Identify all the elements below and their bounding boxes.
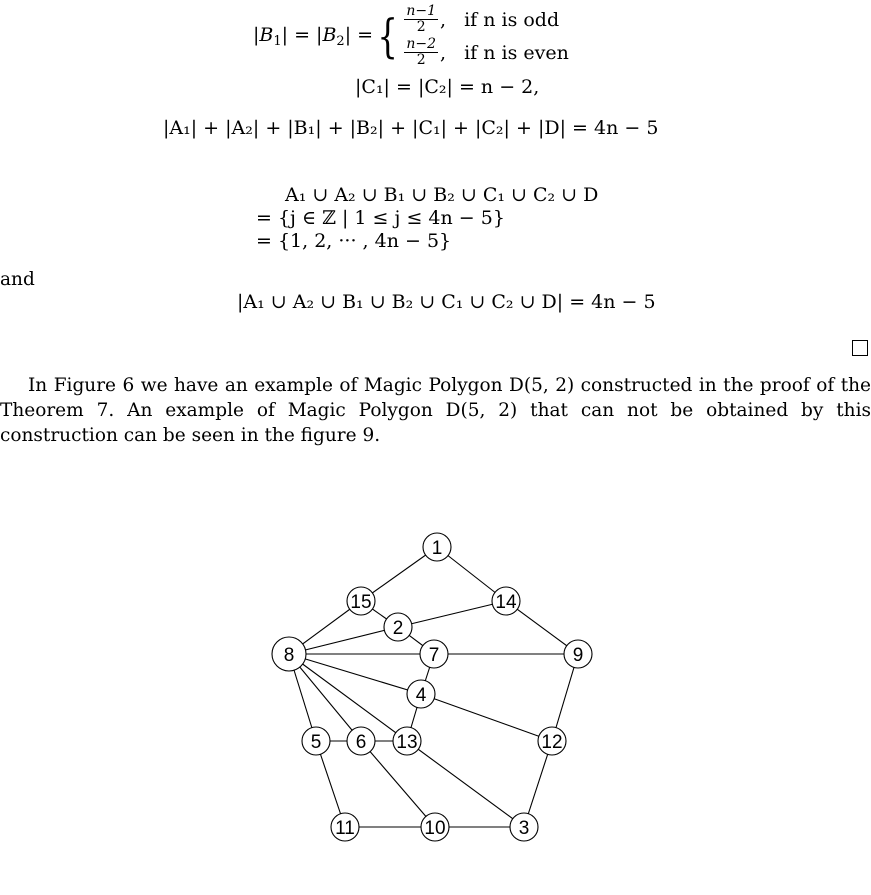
union-line-3: = {1, 2, ··· , 4n − 5}	[256, 230, 452, 252]
graph-edge-14-9	[505, 600, 579, 655]
graph-node-label-5: 5	[311, 732, 322, 753]
union-line-1: A₁ ∪ A₂ ∪ B₁ ∪ B₂ ∪ C₁ ∪ C₂ ∪ D	[285, 184, 599, 206]
graph-node-label-6: 6	[356, 732, 367, 753]
graph-node-5	[301, 726, 331, 756]
graph-node-label-11: 11	[335, 818, 355, 839]
graph-edge-5-11	[315, 740, 346, 828]
graph-node-13	[392, 726, 422, 756]
graph-node-15	[346, 586, 376, 616]
graph-node-label-7: 7	[429, 645, 440, 666]
graph-node-2	[383, 612, 413, 642]
left-brace: {	[377, 9, 398, 63]
graph-edge-9-12	[551, 653, 579, 742]
qed-box	[852, 340, 868, 356]
graph-node-label-15: 15	[350, 592, 371, 613]
graph-edge-1-14	[436, 546, 507, 602]
graph-node-6	[346, 726, 376, 756]
graph-node-3	[509, 812, 539, 842]
graph-node-label-12: 12	[541, 732, 562, 753]
and-word: and	[0, 269, 35, 290]
graph-node-12	[537, 726, 567, 756]
graph-node-1	[422, 532, 452, 562]
graph-node-label-8: 8	[284, 645, 295, 666]
graph-edge-2-14	[397, 600, 507, 628]
graph-node-label-13: 13	[396, 732, 417, 753]
graph-node-4	[406, 679, 436, 709]
union-line-2: = {j ∈ ℤ | 1 ≤ j ≤ 4n − 5}	[256, 207, 505, 229]
graph-edge-8-6	[288, 653, 362, 742]
graph-node-10	[420, 812, 450, 842]
equation-sum: |A₁| + |A₂| + |B₁| + |B₂| + |C₁| + |C₂| …	[163, 117, 659, 139]
equation-c-cardinality: |C₁| = |C₂| = n − 2,	[355, 76, 540, 98]
graph-node-label-14: 14	[495, 592, 517, 613]
graph-edge-1-15	[360, 546, 438, 602]
case-odd-condition: if n is odd	[464, 8, 560, 31]
graph-edge-4-12	[420, 693, 553, 742]
graph-node-11	[330, 812, 360, 842]
graph-edge-8-4	[288, 653, 422, 695]
graph-node-7	[419, 639, 449, 669]
graph-node-14	[491, 586, 521, 616]
case-even-condition: if n is even	[464, 41, 569, 64]
graph-node-8	[271, 636, 307, 672]
equation-union-cardinality: |A₁ ∪ A₂ ∪ B₁ ∪ B₂ ∪ C₁ ∪ C₂ ∪ D| = 4n −…	[237, 291, 656, 313]
graph-node-label-3: 3	[519, 818, 530, 839]
graph-node-9	[563, 639, 593, 669]
graph-edge-8-13	[288, 653, 408, 742]
graph-edge-13-3	[406, 740, 525, 828]
body-paragraph: In Figure 6 we have an example of Magic …	[0, 375, 871, 446]
graph-node-label-2: 2	[393, 618, 404, 639]
graph-node-label-9: 9	[573, 645, 584, 666]
graph-node-label-10: 10	[424, 818, 445, 839]
graph-node-label-4: 4	[416, 685, 427, 706]
graph-edge-6-10	[360, 740, 436, 828]
graph-node-label-1: 1	[432, 538, 443, 559]
graph-edge-12-3	[523, 740, 553, 828]
graph-edge-8-2	[288, 626, 399, 655]
